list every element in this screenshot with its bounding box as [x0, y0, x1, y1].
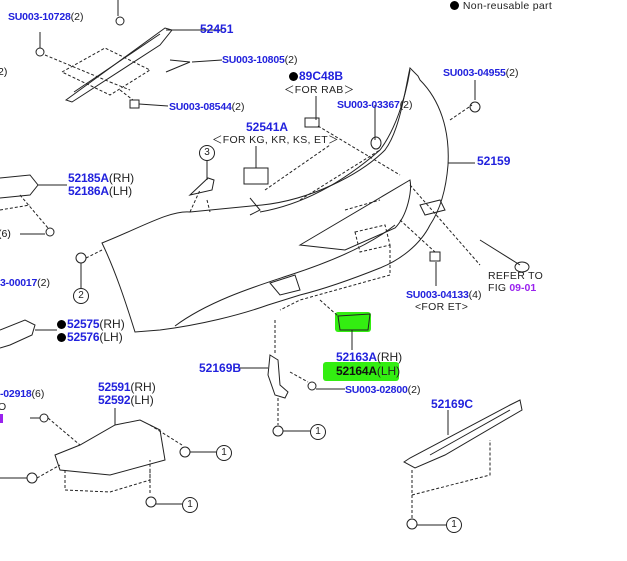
callout-52575[interactable]: 52575(RH): [57, 318, 125, 330]
edge-fragment-to: O: [0, 401, 7, 413]
bracket-3: [188, 158, 215, 213]
callout-su003-04955[interactable]: SU003-04955(2): [443, 67, 519, 79]
non-reusable-dot-icon: [289, 72, 298, 81]
callout-52164a-highlighted[interactable]: 52164A(LH): [336, 364, 401, 378]
callout-52169b[interactable]: 52169B: [199, 361, 242, 375]
callout-52163a[interactable]: 52163A(RH): [336, 350, 403, 364]
highlight-label-52164a: [323, 362, 399, 381]
note-for-kg-kr-ks-et: ＜FOR KG, KR, KS, ET＞: [212, 134, 339, 146]
edge-fragment-fig-ref: [0, 414, 3, 423]
legend-non-reusable: Non-reusable part: [450, 0, 552, 12]
highlight-part-52164a: [335, 312, 371, 332]
callout-52541a[interactable]: 52541A: [246, 120, 289, 134]
ref-circle-1: 1: [446, 517, 462, 533]
callout-52169c[interactable]: 52169C: [431, 397, 474, 411]
bracket-52451: [35, 0, 223, 109]
bracket-52591: [0, 408, 216, 508]
callout-su003-10728[interactable]: SU003-10728(2): [8, 11, 84, 23]
clip-2: [75, 249, 103, 288]
ref-circle-2: 2: [73, 288, 89, 304]
callout-su003-02800[interactable]: SU003-02800(2): [345, 384, 421, 396]
fig-link-09-01[interactable]: 09-01: [509, 282, 537, 294]
side-bracket-52185a: [0, 174, 67, 237]
ref-circle-1: 1: [216, 445, 232, 461]
bumper-cover-52159: [101, 67, 530, 333]
edge-fragment-qty: 2): [0, 66, 8, 78]
undercover-52169c: [403, 399, 523, 530]
bracket-52575: [0, 319, 57, 349]
edge-fragment-qty-6: (6): [0, 228, 11, 240]
callout-52159[interactable]: 52159: [477, 154, 511, 168]
callout-su003-00017[interactable]: 3-00017(2): [0, 277, 50, 289]
note-for-et: <FOR ET>: [415, 301, 469, 313]
stay-52169b: [238, 320, 345, 437]
non-reusable-dot-icon: [57, 320, 66, 329]
callout-52576[interactable]: 52576(LH): [57, 331, 123, 343]
refer-to-fig[interactable]: REFER TO FIG 09-01: [488, 270, 544, 294]
callout-su003-02918[interactable]: -02918(6): [0, 388, 45, 400]
ref-circle-3: 3: [199, 145, 215, 161]
callout-89c48b[interactable]: 89C48B: [289, 70, 343, 83]
callout-su003-10805[interactable]: SU003-10805(2): [222, 54, 298, 66]
callout-52185a[interactable]: 52185A(RH): [68, 171, 135, 185]
non-reusable-dot-icon: [57, 333, 66, 342]
ref-circle-1: 1: [182, 497, 198, 513]
non-reusable-dot-icon: [450, 1, 459, 10]
callout-52451[interactable]: 52451: [200, 22, 234, 36]
callout-52186a[interactable]: 52186A(LH): [68, 184, 133, 198]
callout-52591[interactable]: 52591(RH): [98, 380, 156, 394]
callout-su003-03367[interactable]: SU003-03367(2): [337, 99, 413, 111]
callout-su003-08544[interactable]: SU003-08544(2): [169, 101, 245, 113]
callout-52592[interactable]: 52592(LH): [98, 393, 154, 407]
garnish-52163a: [337, 313, 371, 331]
callout-su003-04133[interactable]: SU003-04133(4): [406, 289, 482, 301]
note-for-rab: ＜FOR RAB＞: [284, 84, 355, 96]
ref-circle-1: 1: [310, 424, 326, 440]
